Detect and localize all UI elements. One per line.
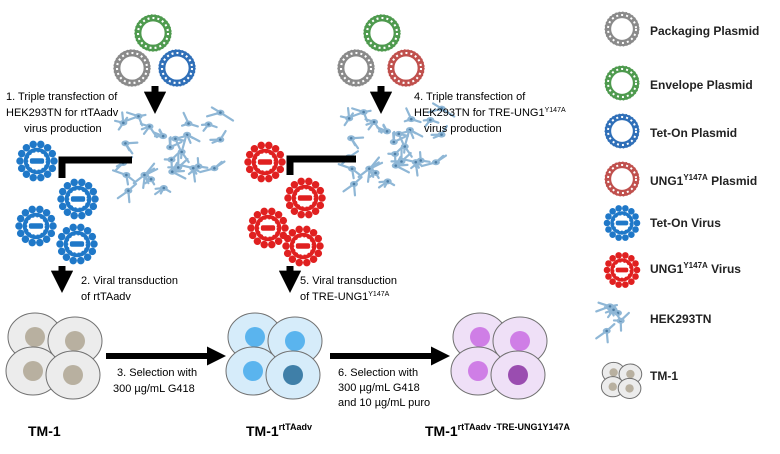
packaging-plasmid-icon bbox=[338, 50, 375, 87]
legend-envelope-icon bbox=[605, 66, 639, 100]
ung-virus-icon bbox=[244, 142, 285, 183]
step1-line2: HEK293TN for rtTAadv bbox=[6, 107, 119, 119]
step1-line3: virus production bbox=[24, 123, 102, 135]
step4-line2a: HEK293TN for TRE-UNG1 bbox=[414, 107, 545, 119]
ung-virus-icon bbox=[284, 178, 325, 219]
legend-teton-virus-label: Tet-On Virus bbox=[650, 216, 721, 230]
legend-ung-plasmid-icon bbox=[605, 162, 639, 196]
envelope-plasmid-icon bbox=[364, 15, 401, 52]
legend-tm1-icon bbox=[601, 362, 641, 398]
step3-line2: 300 µg/mL G418 bbox=[113, 383, 195, 395]
cell-label-tm1-final: TM-1rtTAadv -TRE-UNG1Y147A bbox=[425, 422, 571, 439]
legend-hek-label: HEK293TN bbox=[650, 312, 711, 326]
packaging-plasmid-icon bbox=[114, 50, 151, 87]
legend-packaging-icon bbox=[605, 12, 639, 46]
legend-teton-virus-icon bbox=[604, 205, 641, 241]
step5-line1: 5. Viral transduction bbox=[300, 275, 397, 287]
hek-cells-icon bbox=[113, 107, 233, 202]
envelope-plasmid-icon bbox=[135, 15, 172, 52]
cell-label-tm1-rtta: TM-1rtTAadv bbox=[246, 422, 312, 439]
step3-line1: 3. Selection with bbox=[117, 367, 197, 379]
teton-virus-icon bbox=[16, 141, 57, 182]
step6-line1: 6. Selection with bbox=[338, 367, 418, 379]
step5-line2-sup: Y147A bbox=[368, 291, 389, 298]
teton-virus-icon bbox=[56, 224, 97, 265]
cell-label-tm1: TM-1 bbox=[28, 423, 61, 439]
step5-line2a: of TRE-UNG1 bbox=[300, 291, 368, 303]
step4-line1: 4. Triple transfection of bbox=[414, 91, 526, 103]
step4-line2-sup: Y147A bbox=[545, 107, 566, 114]
cell-labels: TM-1 TM-1rtTAadv TM-1rtTAadv -TRE-UNG1Y1… bbox=[28, 422, 571, 439]
arrow-elbow-left-icon bbox=[62, 160, 132, 178]
step2-line2: of rtTAadv bbox=[81, 291, 131, 303]
ung-virus-icon bbox=[247, 208, 288, 249]
step4-line3: virus production bbox=[424, 123, 502, 135]
legend: Packaging Plasmid Envelope Plasmid Tet-O… bbox=[650, 24, 759, 383]
step1-line1: 1. Triple transfection of bbox=[6, 91, 118, 103]
legend-tm1-label: TM-1 bbox=[650, 369, 678, 383]
legend-teton-plasmid-icon bbox=[605, 114, 639, 148]
legend-ung-virus-label: UNG1Y147A Virus bbox=[650, 261, 741, 276]
tm1-cells-icon bbox=[6, 313, 102, 399]
teton-plasmid-icon bbox=[159, 50, 196, 87]
legend-ung-virus-icon bbox=[604, 252, 641, 288]
legend-packaging-label: Packaging Plasmid bbox=[650, 24, 759, 38]
step6-line3: and 10 µg/mL puro bbox=[338, 397, 430, 409]
tm1-final-cells-icon bbox=[451, 313, 547, 399]
teton-virus-icon bbox=[57, 179, 98, 220]
legend-teton-plasmid-label: Tet-On Plasmid bbox=[650, 126, 737, 140]
ung-virus-icon bbox=[282, 226, 323, 267]
step4-line2: HEK293TN for TRE-UNG1Y147A bbox=[414, 107, 566, 119]
legend-hek-icon bbox=[596, 303, 629, 343]
legend-envelope-label: Envelope Plasmid bbox=[650, 78, 753, 92]
ung-plasmid-icon bbox=[388, 50, 425, 87]
teton-virus-icon bbox=[15, 206, 56, 247]
step6-line2: 300 µg/mL G418 bbox=[338, 382, 420, 394]
tm1-rtta-cells-icon bbox=[226, 313, 322, 399]
step2-line1: 2. Viral transduction bbox=[81, 275, 178, 287]
step5-line2: of TRE-UNG1Y147A bbox=[300, 291, 390, 303]
legend-ung-plasmid-label: UNG1Y147A Plasmid bbox=[650, 173, 757, 188]
